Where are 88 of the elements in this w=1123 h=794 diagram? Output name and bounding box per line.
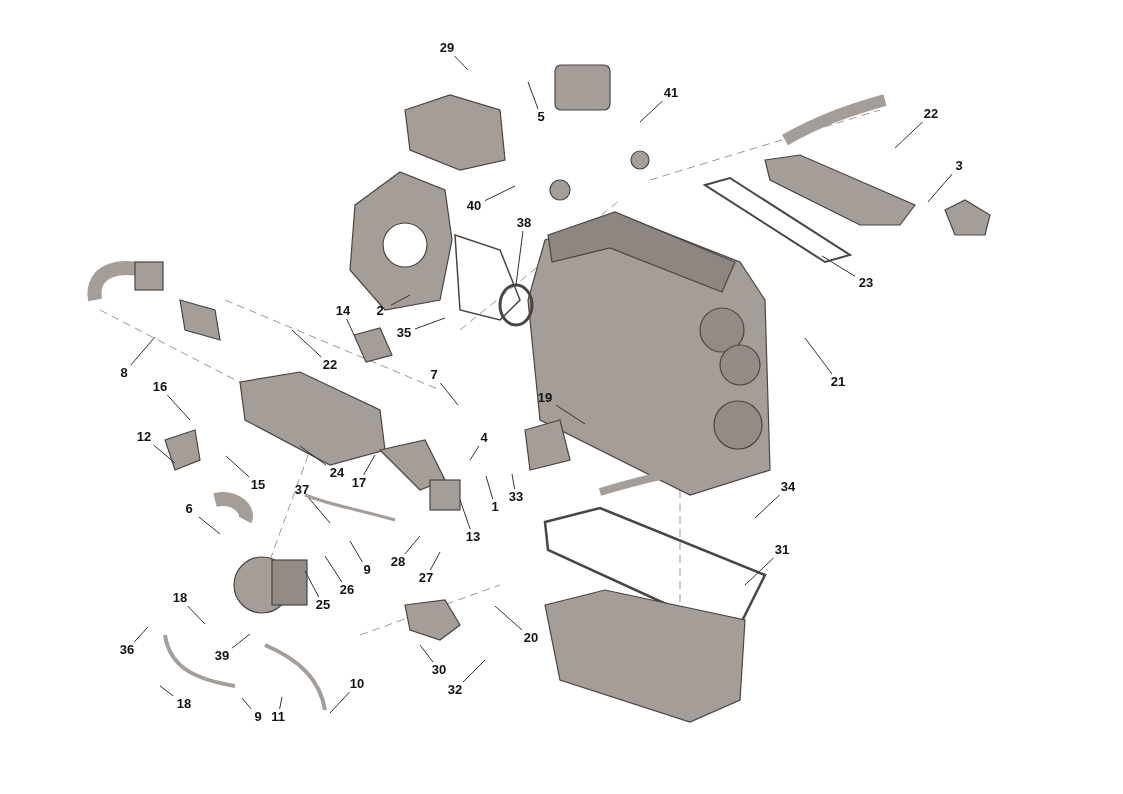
leader-line — [159, 685, 174, 697]
callout-number: 38 — [513, 215, 535, 231]
callout-number: 3 — [948, 158, 970, 174]
leader-line — [429, 551, 441, 571]
leader-line — [304, 570, 320, 598]
callout-number: 37 — [291, 482, 313, 498]
callout-number: 9 — [356, 562, 378, 578]
callout-number: 35 — [393, 325, 415, 341]
leader-line — [414, 317, 446, 330]
leader-line — [291, 329, 322, 358]
callout-number: 36 — [116, 642, 138, 658]
leader-line — [469, 445, 480, 461]
callout-number: 5 — [530, 109, 552, 125]
callout-number: 41 — [660, 85, 682, 101]
callout-number: 24 — [326, 465, 348, 481]
leader-line — [639, 100, 663, 123]
callout-number: 13 — [462, 529, 484, 545]
leader-line — [363, 454, 376, 476]
leader-line — [133, 626, 149, 643]
leader-line — [494, 605, 523, 631]
leader-line — [894, 121, 924, 149]
callout-number: 27 — [415, 570, 437, 586]
leader-line — [153, 444, 176, 464]
callout-number: 7 — [423, 367, 445, 383]
callout-number: 8 — [113, 365, 135, 381]
callout-number: 12 — [133, 429, 155, 445]
callout-number: 29 — [436, 40, 458, 56]
callout-number: 4 — [473, 430, 495, 446]
callout-number: 31 — [771, 542, 793, 558]
callout-number: 40 — [463, 198, 485, 214]
callout-number: 26 — [336, 582, 358, 598]
leader-line — [198, 516, 221, 535]
callout-number: 19 — [534, 390, 556, 406]
callout-number: 15 — [247, 477, 269, 493]
callout-number: 28 — [387, 554, 409, 570]
callout-number: 21 — [827, 374, 849, 390]
leader-line — [166, 394, 191, 421]
leader-line — [130, 336, 156, 366]
leader-line — [511, 473, 516, 490]
leader-line — [187, 605, 206, 625]
leader-line — [744, 557, 775, 586]
leader-line — [279, 696, 283, 710]
leader-line — [346, 318, 355, 336]
leader-line — [349, 540, 363, 563]
callout-number: 14 — [332, 303, 354, 319]
leader-line — [459, 499, 471, 530]
leader-line — [515, 230, 524, 286]
callout-number: 25 — [312, 597, 334, 613]
leader-line — [454, 55, 469, 71]
callout-number: 11 — [267, 709, 289, 725]
leader-line — [329, 691, 351, 714]
callout-number: 22 — [920, 106, 942, 122]
leader-line — [439, 382, 459, 406]
callout-number: 39 — [211, 648, 233, 664]
leader-line — [754, 494, 780, 519]
callout-number: 10 — [346, 676, 368, 692]
callout-number: 18 — [169, 590, 191, 606]
leader-line — [419, 644, 434, 663]
leader-line — [484, 185, 516, 202]
callout-number: 20 — [520, 630, 542, 646]
callout-number: 32 — [444, 682, 466, 698]
leader-line — [821, 255, 856, 277]
leader-line — [324, 555, 343, 583]
callout-number: 17 — [348, 475, 370, 491]
leader-line — [462, 659, 486, 683]
leader-line — [390, 294, 411, 306]
leader-line — [927, 173, 953, 203]
callout-number: 2 — [369, 303, 391, 319]
callout-number: 9 — [247, 709, 269, 725]
leader-line — [299, 445, 327, 466]
callout-number: 22 — [319, 357, 341, 373]
leader-line — [308, 497, 331, 524]
callout-number: 34 — [777, 479, 799, 495]
callout-number: 33 — [505, 489, 527, 505]
leader-line — [527, 81, 539, 110]
callout-number: 6 — [178, 501, 200, 517]
leader-line — [404, 535, 421, 555]
callout-number: 23 — [855, 275, 877, 291]
callout-number: 18 — [173, 696, 195, 712]
callout-number: 16 — [149, 379, 171, 395]
leader-line — [485, 475, 494, 500]
leader-line — [231, 633, 251, 649]
leader-line — [225, 455, 250, 478]
callout-number: 1 — [484, 499, 506, 515]
leader-line — [555, 404, 586, 425]
callout-number: 30 — [428, 662, 450, 678]
leader-line — [241, 697, 252, 710]
leader-line — [804, 337, 833, 375]
